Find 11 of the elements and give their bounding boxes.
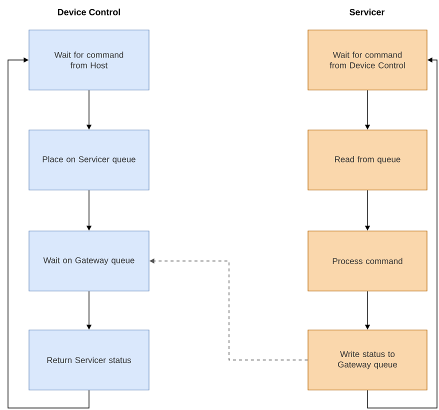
process-box: Write status to Gateway queue [308, 330, 428, 390]
process-box: Place on Servicer queue [28, 130, 150, 190]
process-box: Read from queue [308, 130, 428, 190]
process-box: Process command [308, 230, 428, 292]
process-box: Wait for command from Host [28, 30, 150, 90]
column-heading: Device Control [58, 8, 120, 16]
arrow [8, 57, 90, 408]
process-box: Wait for command from Device Control [308, 30, 428, 90]
column-heading: Servicer [350, 8, 385, 16]
process-box: Return Servicer status [28, 330, 150, 390]
process-box: Wait on Gateway queue [28, 230, 150, 292]
